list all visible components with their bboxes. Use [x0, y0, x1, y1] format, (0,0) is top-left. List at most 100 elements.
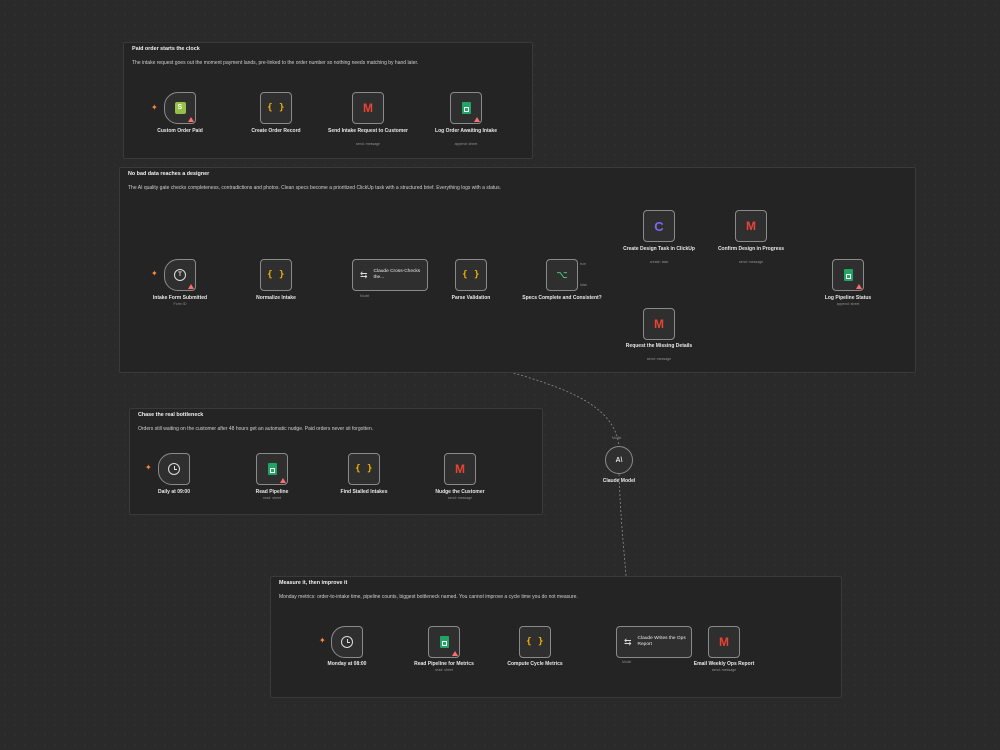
warning-icon: [452, 651, 458, 656]
gmail-icon: M: [363, 101, 373, 115]
node-find-stalled[interactable]: { }: [348, 453, 380, 485]
warning-icon: [188, 117, 194, 122]
node-label: Find Stalled Intakes: [340, 489, 388, 495]
code-icon: { }: [462, 270, 480, 280]
node-subtitle: create: task: [649, 260, 669, 264]
node-label: Claude Cross-Checks the...: [373, 269, 421, 280]
node-claude-cross-checks[interactable]: ⇆ Claude Cross-Checks the...: [352, 259, 428, 291]
sticky-description: The intake request goes out the moment p…: [132, 60, 419, 66]
trigger-bolt-icon: ✦: [145, 463, 152, 472]
true-handle-label: true: [580, 262, 586, 266]
sticky-description: Monday metrics: order-to-intake time, pi…: [279, 594, 578, 600]
node-compute-cycle[interactable]: { }: [519, 626, 551, 658]
node-label: Confirm Design in Progress: [717, 246, 785, 252]
node-label: Send Intake Request to Customer: [327, 128, 408, 134]
node-label: Log Pipeline Status: [824, 295, 872, 301]
node-send-intake-request[interactable]: M: [352, 92, 384, 124]
clickup-icon: C: [654, 218, 664, 234]
node-label: Custom Order Paid: [157, 128, 203, 134]
model-handle-label: Model: [612, 436, 622, 440]
shopify-icon: [174, 102, 186, 114]
node-create-order-record[interactable]: { }: [260, 92, 292, 124]
node-intake-form-submitted[interactable]: T: [164, 259, 196, 291]
node-claude-model[interactable]: A\: [605, 446, 633, 474]
sticky-note-measure[interactable]: Measure it, then improve it Monday metri…: [270, 576, 842, 698]
switch-icon: ⌥: [556, 269, 568, 281]
code-icon: { }: [267, 270, 285, 280]
sticky-description: The AI quality gate checks completeness,…: [128, 185, 501, 191]
node-create-design-task[interactable]: C: [643, 210, 675, 242]
node-parse-validation[interactable]: { }: [455, 259, 487, 291]
anthropic-icon: A\: [615, 456, 623, 464]
clock-icon: [168, 463, 180, 475]
node-label: Email Weekly Ops Report: [693, 661, 755, 667]
node-specs-complete[interactable]: ⌥: [546, 259, 578, 291]
sheets-icon: [843, 269, 853, 281]
node-label: Create Design Task in ClickUp: [623, 246, 695, 252]
node-subtitle: send: message: [738, 260, 764, 264]
model-handle-label: Model: [360, 294, 370, 298]
node-label: Intake Form Submitted: [152, 295, 208, 301]
clock-icon: [341, 636, 353, 648]
form-icon: T: [174, 269, 186, 281]
node-subtitle: send: message: [646, 357, 672, 361]
gmail-icon: M: [719, 635, 729, 649]
code-icon: { }: [355, 464, 373, 474]
sheets-icon: [439, 636, 449, 648]
node-subtitle: append: sheet: [836, 302, 860, 306]
warning-icon: [188, 284, 194, 289]
node-label: Claude Model: [602, 478, 636, 484]
node-label: Specs Complete and Consistent?: [522, 295, 602, 301]
node-label: Nudge the Customer: [435, 489, 485, 495]
code-icon: { }: [267, 103, 285, 113]
sticky-note-bad-data[interactable]: No bad data reaches a designer The AI qu…: [119, 167, 916, 373]
node-log-pipeline-status[interactable]: [832, 259, 864, 291]
chain-icon: ⇆: [624, 636, 632, 647]
node-label: Parse Validation: [451, 295, 491, 301]
node-label: Read Pipeline: [255, 489, 289, 495]
node-monday-0800[interactable]: [331, 626, 363, 658]
node-read-pipeline[interactable]: [256, 453, 288, 485]
model-handle-label: Model: [622, 660, 632, 664]
node-custom-order-paid[interactable]: [164, 92, 196, 124]
warning-icon: [856, 284, 862, 289]
node-label: Compute Cycle Metrics: [507, 661, 563, 667]
node-label: Read Pipeline for Metrics: [414, 661, 474, 667]
sheets-icon: [461, 102, 471, 114]
node-label: Create Order Record: [251, 128, 301, 134]
node-label: Claude Writes the Ops Report: [637, 636, 686, 647]
node-daily-0900[interactable]: [158, 453, 190, 485]
node-subtitle: read: sheet: [435, 668, 453, 672]
warning-icon: [474, 117, 480, 122]
gmail-icon: M: [654, 317, 664, 331]
sticky-description: Orders still waiting on the customer aft…: [138, 426, 374, 432]
node-normalize-intake[interactable]: { }: [260, 259, 292, 291]
node-subtitle: send: message: [355, 142, 381, 146]
node-subtitle: Form ID: [173, 302, 187, 306]
node-log-order-awaiting[interactable]: [450, 92, 482, 124]
node-label: Log Order Awaiting Intake: [435, 128, 497, 134]
warning-icon: [280, 478, 286, 483]
node-confirm-design[interactable]: M: [735, 210, 767, 242]
node-subtitle: send: message: [711, 668, 737, 672]
gmail-icon: M: [746, 219, 756, 233]
false-handle-label: false: [580, 283, 588, 287]
sticky-title: No bad data reaches a designer: [128, 171, 210, 177]
node-claude-writes-report[interactable]: ⇆ Claude Writes the Ops Report: [616, 626, 692, 658]
node-email-weekly[interactable]: M: [708, 626, 740, 658]
sheets-icon: [267, 463, 277, 475]
trigger-bolt-icon: ✦: [151, 103, 158, 112]
code-icon: { }: [526, 637, 544, 647]
gmail-icon: M: [455, 462, 465, 476]
node-read-pipeline-metrics[interactable]: [428, 626, 460, 658]
node-label: Request the Missing Details: [625, 343, 693, 349]
node-subtitle: read: sheet: [263, 496, 281, 500]
trigger-bolt-icon: ✦: [151, 269, 158, 278]
chain-icon: ⇆: [360, 269, 368, 280]
node-nudge-customer[interactable]: M: [444, 453, 476, 485]
node-request-missing-details[interactable]: M: [643, 308, 675, 340]
sticky-title: Measure it, then improve it: [279, 580, 348, 586]
node-label: Normalize Intake: [256, 295, 296, 301]
node-label: Daily at 09:00: [158, 489, 190, 495]
trigger-bolt-icon: ✦: [319, 636, 326, 645]
